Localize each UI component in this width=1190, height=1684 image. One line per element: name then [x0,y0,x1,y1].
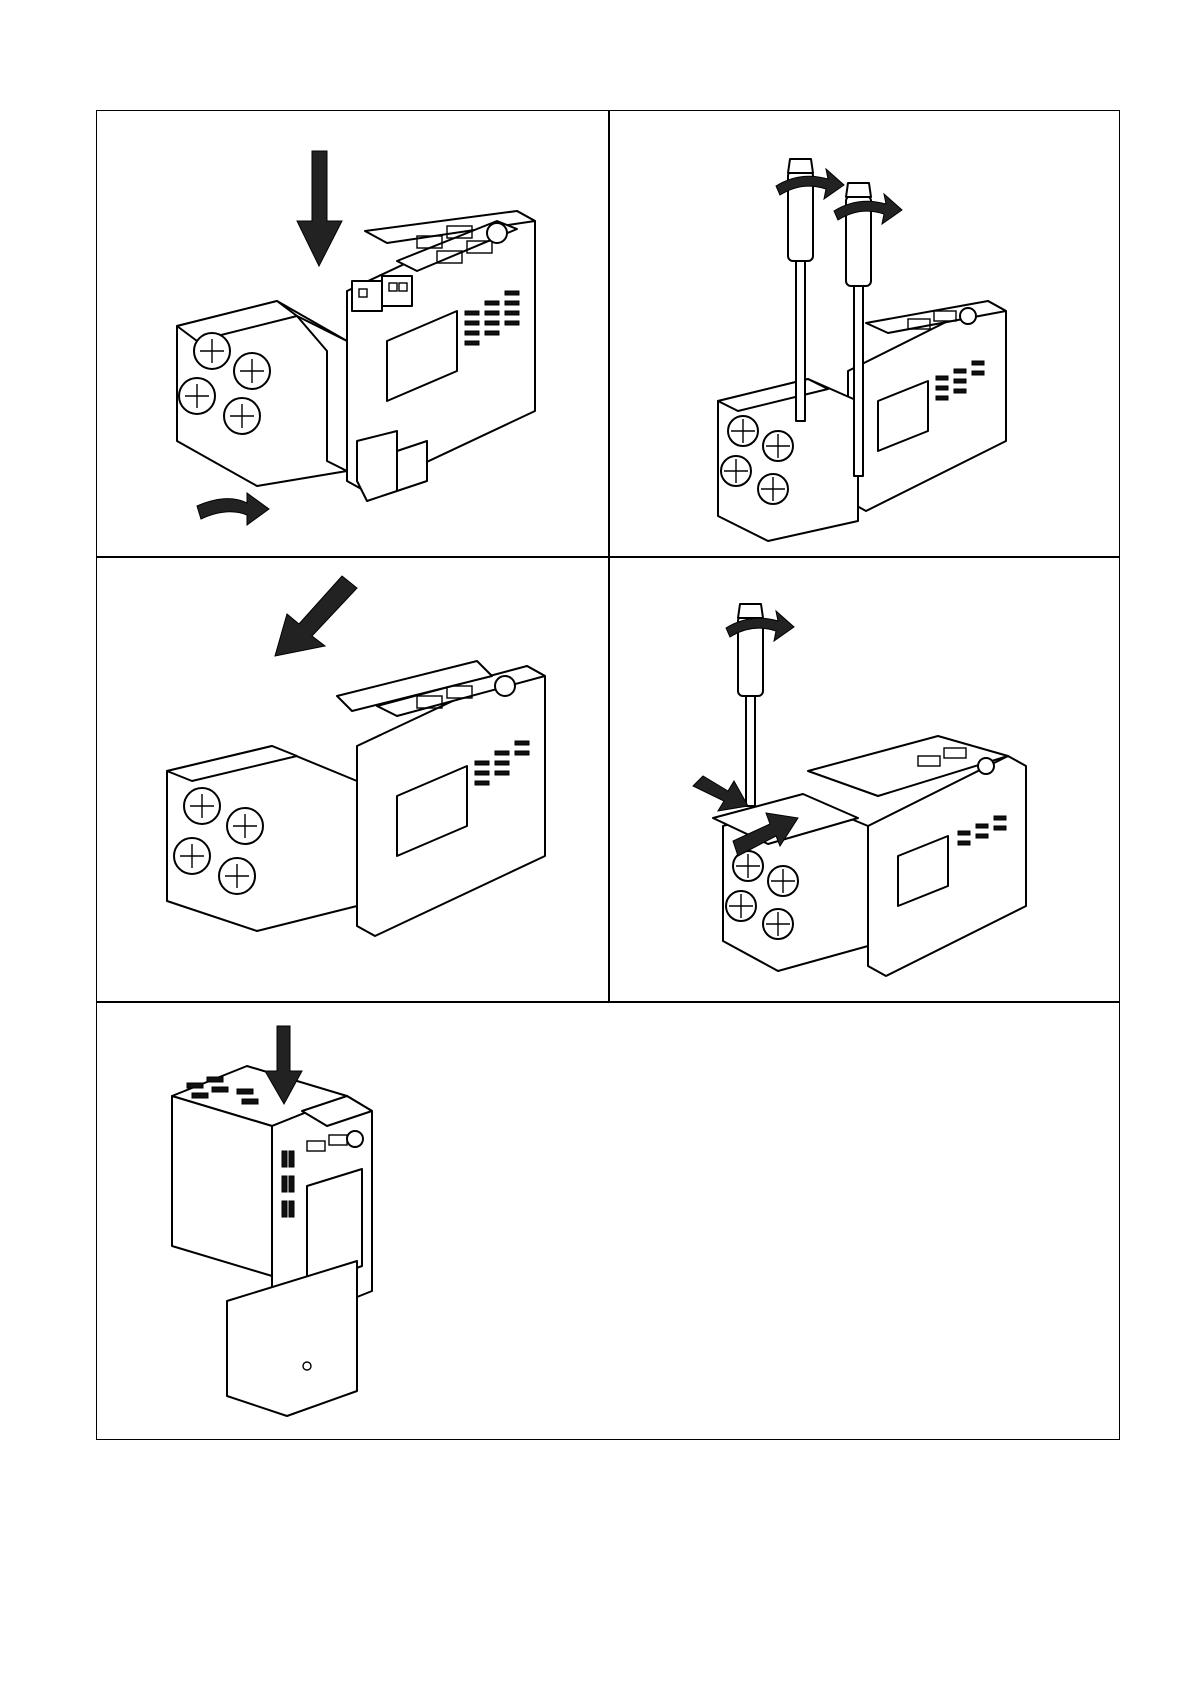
terminal-cover [177,301,347,486]
knob-icon [960,308,976,324]
step-5-illustration [97,1001,1119,1441]
curved-arrow-icon [197,493,269,525]
drive-unit [337,661,545,936]
step-4-illustration [608,556,1119,1001]
knob-icon [347,1131,363,1147]
step-3-illustration [97,556,608,1001]
drive-unit [172,1066,372,1416]
terminal-cover [718,379,858,541]
instruction-figure [96,110,1120,1440]
down-arrow-icon [275,576,357,656]
screwdriver-icon [738,604,763,806]
knob-icon [978,758,994,774]
terminal-cover [167,746,357,931]
push-arrow-icon [693,776,748,811]
panel-step-1 [97,111,608,556]
knob-icon [487,223,507,243]
drive-unit [848,301,1006,511]
knob-icon [495,676,515,696]
terminal-cover [227,1261,357,1416]
step-2-illustration [608,111,1119,556]
panel-step-5 [97,1001,1119,1441]
panel-step-3 [97,556,608,1001]
panel-step-2 [608,111,1119,556]
drive-unit [347,211,535,501]
panel-step-4 [608,556,1119,1001]
terminal-block [352,276,412,311]
step-1-illustration [97,111,608,556]
down-arrow-icon [297,151,342,266]
